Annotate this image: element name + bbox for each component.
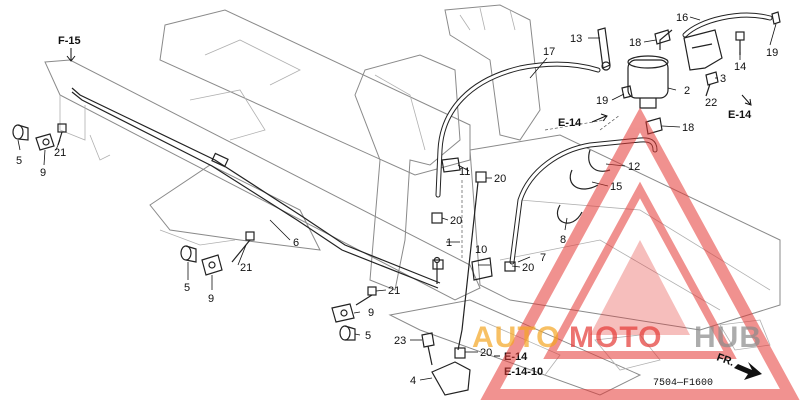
front-indicator: FR. [715,352,762,380]
bolt-14 [735,31,745,55]
bolt-21c [355,286,377,306]
rod-1 [457,181,479,351]
part-label-21a: 21 [54,147,66,159]
chassis-frame [44,4,781,396]
part-label-9c: 9 [368,307,374,319]
block-10 [471,257,493,281]
ref-e14-right: E-14 [728,109,752,121]
watermark-text-hub: HUB [694,321,762,354]
watermark-text: AUTO MOTO HUB [472,321,762,354]
clip-19b [771,11,781,25]
clamp-12 [588,149,611,172]
watermark-text-auto: AUTO [472,321,560,354]
ref-f15-arrow-icon [66,48,76,62]
pipe-assembly-6 [71,87,441,289]
part-label-18a: 18 [629,37,641,49]
part-label-1: 1 [446,237,452,249]
clip-20b [431,212,443,224]
part-label-5c: 5 [365,330,371,342]
ref-e14-10: E-14-10 [504,366,543,378]
part-label-19a: 19 [596,95,608,107]
bolt-23 [421,332,435,366]
fuel-filter-2 [627,29,673,109]
clip-9a [35,133,55,151]
part-label-9a: 9 [40,167,46,179]
part-label-5a: 5 [16,155,22,167]
part-label-19b: 19 [766,47,778,59]
clip-19a [621,85,633,99]
part-label-6: 6 [293,237,299,249]
part-label-21c: 21 [388,285,400,297]
part-label-23: 23 [394,335,406,347]
collar-5c [339,325,356,341]
hose-16 [682,12,773,38]
clamp-8 [556,204,583,224]
part-label-8: 8 [560,234,566,246]
clip-20a [475,171,487,183]
bracket-3 [683,29,723,71]
drawing-code: 7504—F1600 [653,378,713,389]
ref-f15: F-15 [58,35,81,47]
collar-5a [12,124,29,141]
hose-17 [435,61,601,198]
part-label-20c: 20 [522,262,534,274]
part-label-20b: 20 [450,215,462,227]
clip-20e [454,347,466,359]
clip-9b [201,254,223,276]
bolt-22 [705,71,719,97]
clip-20c [432,259,444,270]
part-label-9b: 9 [208,293,214,305]
bolt-21b [231,231,255,263]
part-label-2: 2 [684,85,690,97]
part-label-7: 7 [540,252,546,264]
bolt-18a [654,29,671,45]
part-labels: 1 2 3 4 5 5 5 6 7 8 9 9 9 10 11 12 13 14… [16,12,778,387]
ref-e14-top: E-14 [558,117,582,129]
bracket-13 [597,27,611,71]
hidden-lines [461,114,621,260]
part-label-4: 4 [410,375,416,387]
ref-e14-top-arrow-icon [591,113,608,123]
front-arrow-icon [734,362,762,380]
front-label: FR. [715,352,736,369]
part-label-12: 12 [628,161,640,173]
clip-11 [441,157,461,173]
part-label-13: 13 [570,33,582,45]
part-label-11: 11 [459,166,470,178]
watermark-triangle-icon [480,107,800,400]
part-label-18b: 18 [682,122,694,134]
part-label-20d: 20 [480,347,492,359]
part-label-14: 14 [734,61,746,73]
clip-9c [331,303,355,323]
part-label-10: 10 [475,244,487,256]
part-label-5b: 5 [184,282,190,294]
part-label-21b: 21 [240,262,252,274]
part-label-16: 16 [676,12,688,24]
bracket-4 [431,361,471,396]
part-label-3: 3 [720,73,726,85]
clamp-15 [569,169,599,190]
part-label-17: 17 [543,46,555,58]
watermark-logo [480,107,800,400]
watermark-text-moto: MOTO [569,321,662,354]
part-label-22: 22 [705,97,717,109]
part-label-20a: 20 [494,173,506,185]
collar-5b [180,245,197,263]
ref-e14-right-arrow-icon [741,94,752,106]
part-label-15: 15 [610,181,622,193]
